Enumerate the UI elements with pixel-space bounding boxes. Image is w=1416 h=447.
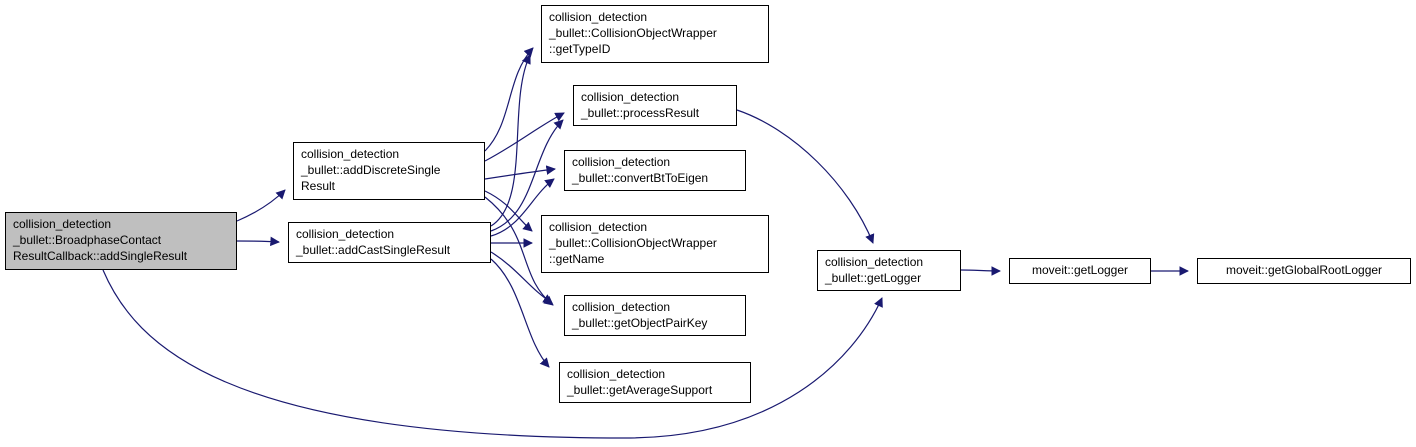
node-label-line: ResultCallback::addSingleResult <box>13 248 188 263</box>
node-processResult[interactable]: collision_detection _bullet::processResu… <box>573 85 737 126</box>
node-label-line: collision_detection <box>301 147 400 162</box>
node-label-line: moveit::getLogger <box>1031 263 1129 278</box>
node-label-line: collision_detection <box>549 10 648 25</box>
node-addDiscreteSingleResult[interactable]: collision_detection _bullet::addDiscrete… <box>293 142 485 200</box>
edge-addDiscreteSingleResult-getTypeID <box>484 47 534 152</box>
node-label-line: _bullet::processResult <box>581 105 700 120</box>
node-getTypeID[interactable]: collision_detection _bullet::CollisionOb… <box>541 5 769 63</box>
node-label-line: _bullet::BroadphaseContact <box>13 233 162 248</box>
node-label-line: _bullet::CollisionObjectWrapper <box>549 236 717 251</box>
node-convertBtToEigen[interactable]: collision_detection _bullet::convertBtTo… <box>564 150 746 191</box>
edge-addDiscreteSingleResult-convertBtToEigen <box>484 165 556 180</box>
edge-addSingleResult-getLogger <box>102 269 883 439</box>
node-label-line: Result <box>301 178 336 193</box>
node-label-line: collision_detection <box>572 299 671 314</box>
edge-addDiscreteSingleResult-getName <box>484 190 533 232</box>
node-label-line: moveit::getGlobalRootLogger <box>1225 263 1383 278</box>
node-label-line: _bullet::getAverageSupport <box>567 382 713 397</box>
node-label-line: _bullet::addCastSingleResult <box>296 242 451 257</box>
edge-processResult-getLogger <box>736 109 875 244</box>
edge-addCastSingleResult-convertBtToEigen <box>490 178 555 237</box>
node-getAverageSupport[interactable]: collision_detection _bullet::getAverageS… <box>559 362 751 403</box>
node-label-line: _bullet::convertBtToEigen <box>572 170 709 185</box>
edge-addCastSingleResult-processResult <box>490 119 564 232</box>
edge-addSingleResult-addDiscreteSingleResult <box>236 189 286 222</box>
edge-addDiscreteSingleResult-processResult <box>484 112 565 162</box>
node-label-line: collision_detection <box>581 89 680 104</box>
edge-addSingleResult-addCastSingleResult <box>236 236 280 247</box>
node-label-line: _bullet::getObjectPairKey <box>572 315 708 330</box>
node-label-line: collision_detection <box>296 226 395 241</box>
node-label-line: collision_detection <box>572 154 671 169</box>
node-addCastSingleResult[interactable]: collision_detection _bullet::addCastSing… <box>288 222 491 263</box>
edge-addCastSingleResult-getAverageSupport <box>490 258 550 368</box>
edge-addCastSingleResult-getObjectPairKey <box>490 251 553 304</box>
node-label-line: ::getName <box>549 251 605 266</box>
node-getLogger[interactable]: collision_detection _bullet::getLogger <box>817 250 961 291</box>
edge-addCastSingleResult-getTypeID <box>490 54 531 227</box>
node-label-line: _bullet::addDiscreteSingle <box>301 163 441 178</box>
node-getObjectPairKey[interactable]: collision_detection _bullet::getObjectPa… <box>564 295 746 336</box>
node-label-line: ::getTypeID <box>549 41 611 56</box>
node-label-line: collision_detection <box>825 254 924 269</box>
node-label-line: _bullet::CollisionObjectWrapper <box>549 26 717 41</box>
node-label-line: _bullet::getLogger <box>825 270 922 285</box>
node-moveit-getLogger[interactable]: moveit::getLogger <box>1009 258 1151 284</box>
node-label-line: collision_detection <box>549 220 648 235</box>
node-moveit-getGlobalRootLogger[interactable]: moveit::getGlobalRootLogger <box>1197 258 1411 284</box>
edge-getLogger-moveitGetLogger <box>960 266 1001 276</box>
node-addSingleResult[interactable]: collision_detection _bullet::BroadphaseC… <box>5 212 237 270</box>
node-getName[interactable]: collision_detection _bullet::CollisionOb… <box>541 215 769 273</box>
node-label-line: collision_detection <box>13 217 112 232</box>
node-label-line: collision_detection <box>567 366 666 381</box>
